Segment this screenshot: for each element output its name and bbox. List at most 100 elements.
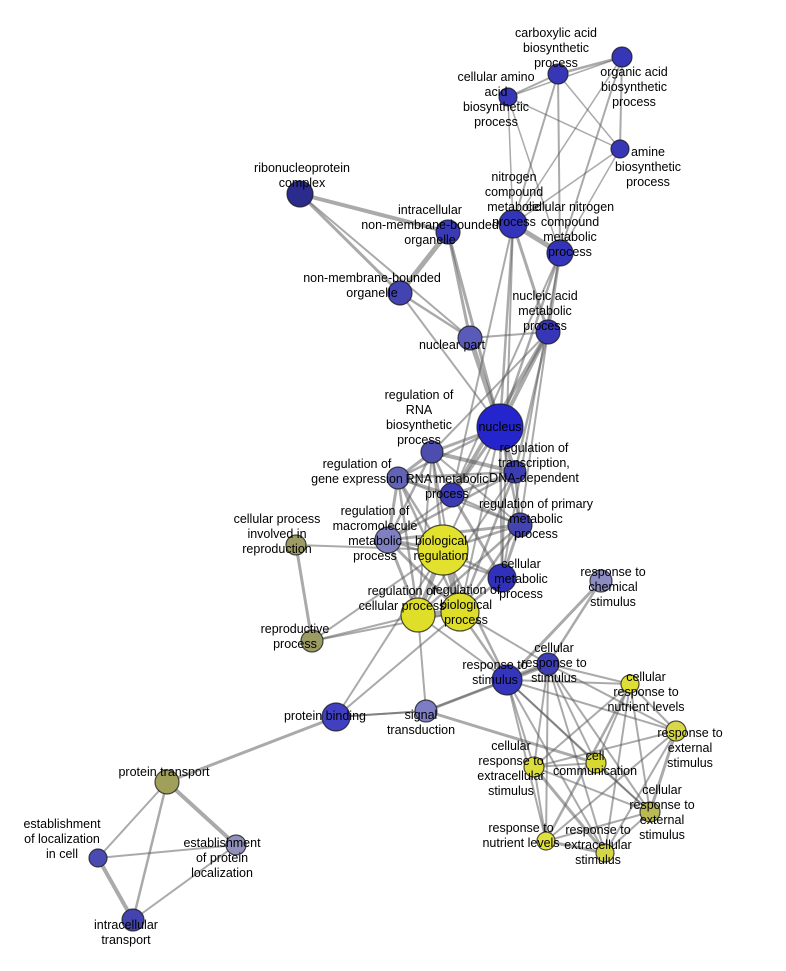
node-rge[interactable] [386,466,410,490]
node-res[interactable] [665,720,687,742]
edge-oa-cnc [559,56,623,254]
node-nuc[interactable] [476,403,524,451]
node-epl[interactable] [225,834,247,856]
node-cc[interactable] [585,752,607,774]
edge-oa-am [619,56,623,150]
node-cpir[interactable] [285,534,307,556]
edge-crnl-res [629,683,677,732]
node-rexs[interactable] [595,843,615,863]
edge-crs-st [425,663,549,712]
node-label-nuc: nucleus [478,420,521,434]
node-am[interactable] [610,139,630,159]
edge-nam-rpm [519,331,549,526]
node-rpm[interactable] [507,512,533,538]
edge-crnl-rexs [604,683,631,854]
edge-rrb-rpm [431,451,521,526]
edge-pb-bre [335,549,444,718]
edge-rpm-rcp [416,523,522,617]
edge-am-nc [512,148,621,225]
node-rcp[interactable] [400,597,436,633]
edge-nam-np [469,331,549,339]
node-elc[interactable] [88,848,108,868]
edge-nam-rtd [513,330,550,474]
node-rrb[interactable] [420,440,444,464]
node-inmo[interactable] [435,219,461,245]
node-caa[interactable] [498,87,518,107]
node-crs[interactable] [536,652,560,676]
edge-rnp-nmo [298,192,402,295]
node-rbp[interactable] [440,592,480,632]
edge-rtd-rbp [458,470,517,614]
edge-nmo-nuc [399,292,501,428]
edge-rrb-rtd [430,450,517,474]
node-nmo[interactable] [387,280,413,306]
edge-crs-crnl [547,663,631,685]
node-cnc[interactable] [546,239,574,267]
edge-bre-rp [311,549,444,642]
edge-ca-oa [556,55,624,76]
node-rs[interactable] [491,664,523,696]
edge-crs-res [547,663,677,732]
node-bre[interactable] [417,524,469,576]
edge-elc-it [96,856,135,922]
node-rmp[interactable] [439,482,465,508]
node-rp[interactable] [300,629,324,653]
node-ca[interactable] [547,63,569,85]
edge-rnp-inmo [298,192,450,234]
node-nc[interactable] [498,209,528,239]
edge-cpir-rp [294,543,314,643]
edge-inmo-nmo [397,229,451,296]
edge-rs-res [506,679,677,732]
node-pb[interactable] [321,702,351,732]
edge-res-rnl [545,730,677,842]
edge-oa-nc [512,56,623,225]
edge-cc-crext [595,762,651,813]
node-cmp[interactable] [487,563,517,593]
node-rtd[interactable] [503,460,527,484]
node-pt[interactable] [154,769,180,795]
edge-res-rexs [604,730,677,854]
edge-crs-crext [547,663,651,813]
node-st[interactable] [414,699,438,723]
edge-cnc-rmp [451,252,561,496]
edge-rs-crnl [506,679,631,685]
node-oa[interactable] [611,46,633,68]
edge-rcp-rp [311,614,419,642]
edge-caa-am [507,96,621,150]
node-rnp[interactable] [286,180,314,208]
edge-epl-it [132,844,237,921]
edge-st-cc [424,709,598,765]
edge-nmo-np [398,291,472,340]
edge-cres-rexs [532,765,607,855]
node-cres[interactable] [523,756,545,778]
edge-rtd-rge [396,470,517,480]
node-np[interactable] [457,325,483,351]
node-it[interactable] [121,908,145,932]
node-crext[interactable] [639,801,661,823]
node-rcs[interactable] [589,569,613,593]
node-crnl[interactable] [620,674,640,694]
node-nam[interactable] [535,319,561,345]
node-rnl[interactable] [536,831,556,851]
node-rmm[interactable] [374,526,402,554]
